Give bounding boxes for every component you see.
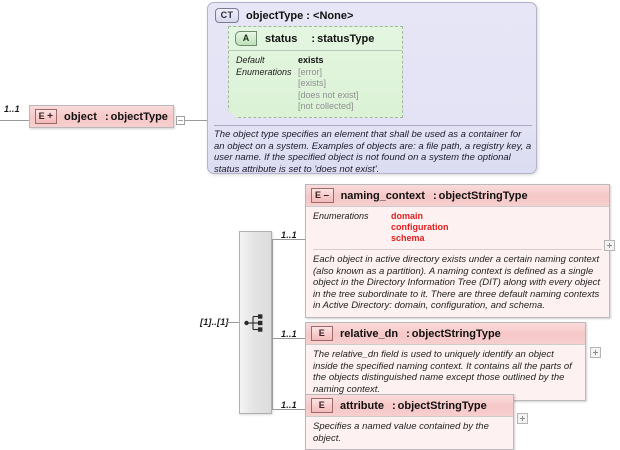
element-body-naming-context: Enumerations domain configuration schema…: [306, 206, 609, 317]
sequence-icon: [244, 314, 263, 332]
documentation-text: The relative_dn field is used to uniquel…: [313, 349, 572, 395]
attribute-detail-values: exists [error] [exists] [does not exist]…: [298, 55, 359, 113]
element-badge-icon: E+: [35, 109, 57, 124]
documentation-text: The object type specifies an element tha…: [214, 129, 532, 175]
element-title-naming-context: naming_context:objectStringType: [340, 189, 528, 202]
complextype-header: CT objectType : <None>: [208, 3, 536, 23]
enumerations-row: Enumerations domain configuration schema: [313, 211, 602, 244]
complextype-title: objectType : <None>: [246, 9, 354, 22]
attribute-cardinality: 1..1: [281, 400, 297, 410]
naming-context-cardinality: 1..1: [281, 230, 297, 240]
element-header-relative-dn: E relative_dn:objectStringType: [306, 323, 585, 344]
element-box-attribute[interactable]: E attribute:objectStringType Specifies a…: [305, 394, 514, 450]
element-badge-icon: E: [311, 326, 333, 341]
connector-into-compositor: [226, 322, 240, 323]
branch-trunk: [272, 239, 273, 409]
element-box-naming-context[interactable]: E– naming_context:objectStringType Enume…: [305, 184, 610, 318]
complextype-badge-icon: CT: [215, 8, 239, 23]
enumerations-values: domain configuration schema: [391, 211, 449, 244]
element-body-relative-dn: The relative_dn field is used to uniquel…: [306, 344, 585, 400]
element-box-object[interactable]: E+ object:objectType: [29, 105, 174, 128]
branch-to-naming-context: [272, 239, 305, 240]
connector-object-to-type: [185, 120, 207, 121]
relative-dn-cardinality: 1..1: [281, 329, 297, 339]
element-title-relative-dn: relative_dn:objectStringType: [340, 327, 501, 340]
enumeration-item: [exists]: [298, 78, 327, 88]
complextype-documentation: The object type specifies an element tha…: [214, 125, 532, 175]
attribute-detail-labels: Default Enumerations: [236, 55, 298, 113]
enumerations-label: Enumerations: [236, 66, 292, 77]
documentation-text: Specifies a named value contained by the…: [313, 421, 489, 444]
enumeration-item: configuration: [391, 222, 449, 232]
element-badge-icon: E: [311, 398, 333, 413]
enumeration-item: domain: [391, 211, 424, 221]
expander-relative-dn[interactable]: [590, 347, 601, 358]
enumeration-item: [error]: [298, 66, 323, 77]
element-header-object: E+ object:objectType: [30, 106, 173, 127]
default-value: exists: [298, 55, 324, 65]
enumeration-item: [does not exist]: [298, 89, 359, 100]
attribute-header: A status:statusType: [229, 27, 402, 51]
enumeration-item: schema: [391, 233, 425, 243]
attribute-box-status[interactable]: A status:statusType Default Enumerations…: [228, 26, 403, 118]
enumeration-item: [not collected]: [298, 101, 354, 111]
connector-left-in: [0, 120, 29, 121]
documentation-text: Each object in active directory exists u…: [313, 254, 601, 311]
branch-to-relative-dn: [272, 338, 305, 339]
attribute-badge-icon: A: [235, 31, 257, 46]
branch-to-attribute: [272, 409, 305, 410]
expander-attribute[interactable]: [517, 413, 528, 424]
element-header-attribute: E attribute:objectStringType: [306, 395, 513, 416]
element-header-naming-context: E– naming_context:objectStringType: [306, 185, 609, 206]
element-box-relative-dn[interactable]: E relative_dn:objectStringType The relat…: [305, 322, 586, 401]
attribute-title: status:statusType: [265, 32, 375, 45]
element-title-object: object:objectType: [64, 110, 168, 123]
element-badge-icon: E–: [311, 188, 334, 203]
enumerations-label: Enumerations: [313, 211, 369, 221]
compositor-cardinality: [1]..[1]: [200, 317, 229, 327]
element-body-attribute: Specifies a named value contained by the…: [306, 416, 513, 449]
attribute-details: Default Enumerations exists [error] [exi…: [229, 51, 402, 113]
element-title-attribute: attribute:objectStringType: [340, 399, 487, 412]
default-label: Default: [236, 55, 265, 65]
object-expand-stub[interactable]: [176, 116, 185, 125]
expander-naming-context[interactable]: [604, 240, 615, 251]
object-cardinality: 1..1: [4, 104, 20, 114]
